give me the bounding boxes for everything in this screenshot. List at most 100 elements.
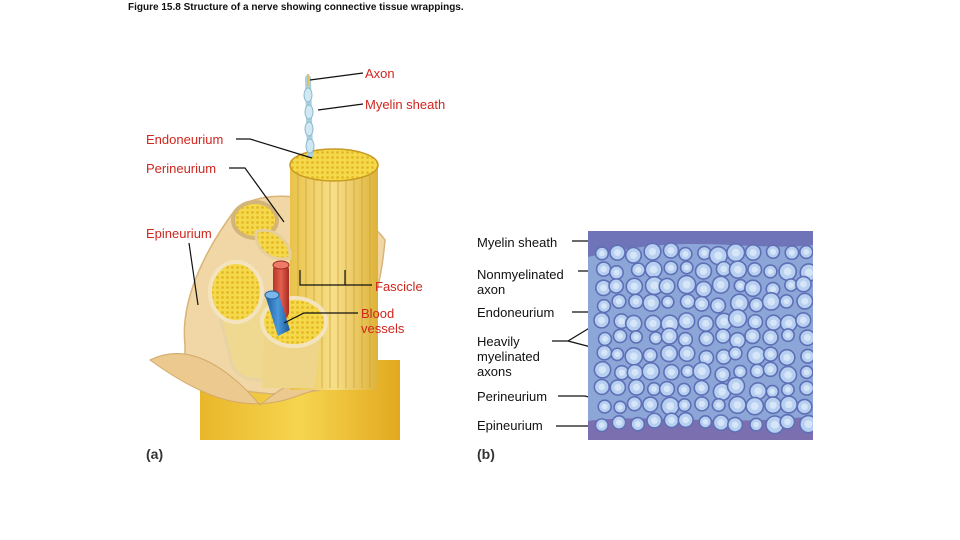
- axon-core: [785, 332, 791, 338]
- axon-core: [653, 335, 659, 341]
- axon-core: [646, 401, 654, 408]
- axon-core: [633, 334, 639, 340]
- axon-core: [749, 332, 756, 340]
- axon-core: [720, 265, 728, 273]
- label-myelin-sheath-b: Myelin sheath: [477, 235, 558, 250]
- axon-core: [804, 334, 811, 342]
- axon-core: [613, 269, 620, 276]
- axon-core: [649, 319, 657, 328]
- axon-core: [646, 367, 655, 376]
- nerve-micrograph: [588, 231, 813, 440]
- axon-core: [767, 268, 774, 275]
- axon-core: [767, 350, 774, 358]
- axon-core: [629, 352, 638, 361]
- axon-core: [615, 419, 622, 426]
- axon-core: [598, 316, 606, 324]
- axon-core: [614, 249, 621, 257]
- axon-core: [684, 298, 691, 305]
- axon-core: [732, 350, 739, 357]
- vein: [266, 292, 290, 336]
- axon-core: [783, 298, 790, 305]
- axon-core: [665, 349, 673, 358]
- axon-core: [733, 314, 742, 323]
- axon-core: [715, 402, 722, 408]
- micrograph-image: [588, 231, 813, 440]
- axon-core: [698, 384, 705, 392]
- axon-core: [683, 264, 690, 271]
- axon-core: [614, 351, 621, 358]
- axon-core: [754, 368, 761, 375]
- axon-core: [612, 282, 620, 290]
- axon-core: [702, 320, 710, 327]
- axon-core: [803, 249, 810, 255]
- axon-core: [598, 422, 605, 429]
- axon-core: [733, 401, 742, 409]
- axon-core: [784, 319, 793, 327]
- axon-core: [602, 336, 608, 342]
- axon-core: [718, 387, 726, 396]
- axon-core: [666, 402, 675, 411]
- axon-core: [617, 404, 623, 410]
- axon-core: [804, 420, 813, 429]
- axon-core: [788, 249, 795, 256]
- label-heavily-myelinated-axons: Heavily myelinated axons: [477, 334, 540, 379]
- label-fascicle: Fascicle: [375, 279, 423, 294]
- axon-core: [681, 402, 688, 408]
- axon-core: [731, 421, 739, 428]
- axon-core: [788, 282, 794, 288]
- label-myelin-sheath-a: Myelin sheath: [365, 97, 446, 112]
- axon-core: [632, 383, 640, 391]
- axon-core: [769, 286, 776, 293]
- axon-core: [682, 416, 690, 424]
- axon-core: [702, 419, 709, 425]
- axon-core: [751, 266, 758, 273]
- axon-core: [668, 368, 675, 376]
- axon-core: [614, 384, 622, 391]
- axon-core: [783, 267, 792, 276]
- axon-core: [714, 251, 723, 260]
- axon-core: [719, 332, 727, 340]
- axon-core: [769, 388, 776, 395]
- axon-core: [803, 385, 810, 392]
- axon-core: [784, 371, 792, 379]
- label-epineurium-a: Epineurium: [146, 226, 212, 241]
- axon-core: [683, 349, 691, 357]
- axon-core: [601, 403, 608, 410]
- axon-core: [734, 336, 741, 344]
- axon-core: [720, 317, 728, 326]
- axon-core: [752, 318, 759, 326]
- axon-core: [732, 382, 740, 390]
- label-nonmyelinated-axon: Nonmyelinated axon: [477, 267, 564, 297]
- axon-core: [598, 366, 607, 374]
- axon-core: [800, 280, 807, 288]
- axon-core: [703, 335, 710, 342]
- axon-core: [630, 282, 638, 290]
- axon-core: [769, 401, 777, 409]
- axon-core: [682, 280, 691, 289]
- axon-core: [749, 284, 757, 292]
- label-endoneurium-a: Endoneurium: [146, 132, 224, 147]
- axon-core: [635, 266, 642, 273]
- axon-core: [767, 334, 774, 341]
- axon-core: [618, 369, 625, 376]
- axon-core: [752, 351, 761, 360]
- label-perineurium-b: Perineurium: [477, 389, 548, 404]
- axon-core: [714, 302, 722, 309]
- axon-core: [682, 317, 691, 325]
- axon-core: [665, 319, 674, 328]
- axon-core: [753, 301, 760, 308]
- panel-a-tag: (a): [146, 446, 164, 462]
- axon-core: [801, 297, 809, 305]
- axon-core: [682, 336, 689, 343]
- label-epineurium-b: Epineurium: [477, 418, 543, 433]
- axon-core: [599, 250, 605, 257]
- axon-core: [682, 251, 689, 257]
- axon-core: [803, 369, 810, 376]
- axon-core: [731, 248, 740, 257]
- axon-core: [753, 421, 760, 428]
- axon-core: [734, 265, 742, 274]
- axon-core: [665, 332, 673, 340]
- axon-core: [648, 247, 657, 256]
- axon-core: [698, 300, 705, 308]
- axon-core: [650, 281, 659, 290]
